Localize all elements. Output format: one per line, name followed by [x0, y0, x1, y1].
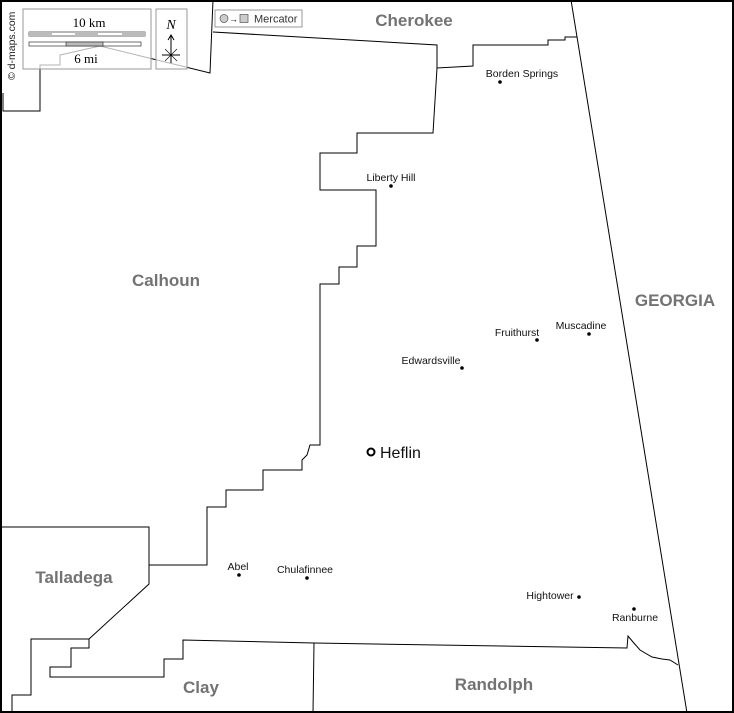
- scale-mi-label: 6 mi: [74, 51, 98, 66]
- town-label: Borden Springs: [486, 68, 558, 80]
- town-label: Muscadine: [556, 320, 607, 332]
- town-ranburne: Ranburne: [612, 607, 658, 624]
- town-abel: Abel: [227, 561, 249, 577]
- arrow-icon: →: [229, 14, 238, 24]
- projection-label: Mercator: [254, 14, 298, 26]
- neighbor-label-cherokee: Cherokee: [375, 11, 452, 30]
- calhoun-boundary: [149, 67, 438, 566]
- town-label: Abel: [227, 561, 248, 573]
- neighbor-label-randolph: Randolph: [455, 675, 533, 694]
- north-arrow: N: [155, 8, 188, 70]
- town-label: Edwardsville: [402, 355, 461, 367]
- town-label: Fruithurst: [495, 327, 539, 339]
- town-chulafinnee: Chulafinnee: [277, 564, 333, 580]
- talladega-boundary: [0, 526, 150, 713]
- town-label: Liberty Hill: [366, 172, 415, 184]
- neighbor-label-georgia: GEORGIA: [635, 291, 715, 310]
- clay-randolph-boundary: [312, 642, 315, 713]
- town-borden-springs: Borden Springs: [486, 68, 558, 84]
- town-hightower: Hightower: [526, 590, 581, 602]
- scale-km-label: 10 km: [73, 15, 106, 30]
- town-edwardsville: Edwardsville: [402, 355, 464, 370]
- county-seat-label: Heflin: [380, 445, 421, 462]
- globe-icon: [219, 14, 229, 23]
- town-label: Hightower: [526, 590, 574, 602]
- map-square-icon: [239, 14, 249, 23]
- town-muscadine: Muscadine: [556, 320, 607, 336]
- county-seat-marker: [366, 447, 376, 457]
- neighbor-label-talladega: Talladega: [35, 568, 113, 587]
- georgia-state-line: [570, 0, 688, 713]
- cherokee-boundary-east: [212, 31, 577, 69]
- neighbor-label-clay: Clay: [183, 678, 219, 697]
- town-liberty-hill: Liberty Hill: [366, 172, 416, 188]
- clay-boundary: [49, 634, 679, 678]
- credit-label: © d-maps.com: [6, 11, 18, 80]
- scale-bar: 10 km 6 mi: [22, 8, 152, 70]
- neighbor-label-calhoun: Calhoun: [132, 271, 200, 290]
- town-label: Ranburne: [612, 612, 658, 624]
- town-label: Chulafinnee: [277, 564, 333, 576]
- north-label: N: [165, 18, 176, 33]
- town-fruithurst: Fruithurst: [495, 327, 539, 342]
- projection-badge: → Mercator: [214, 9, 303, 28]
